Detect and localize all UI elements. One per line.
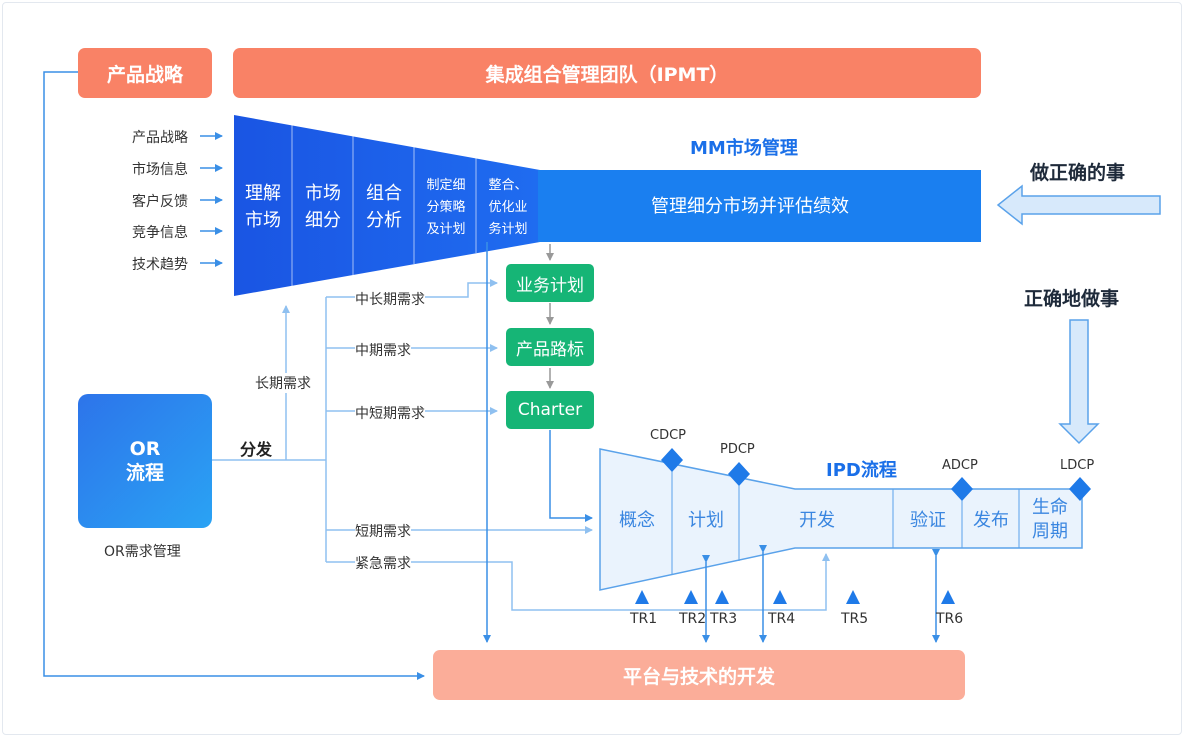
ipd-stage-release: 发布 xyxy=(973,510,1009,531)
input-tech-trend: 技术趋势 xyxy=(132,257,188,273)
ipd-stage-verify: 验证 xyxy=(910,510,946,531)
business-plan-label: 业务计划 xyxy=(516,275,584,296)
mm-bar-text: 管理细分市场并评估绩效 xyxy=(651,196,849,217)
milestone-cdcp: CDCP xyxy=(650,428,687,443)
do-right-arrow xyxy=(996,184,1161,226)
tr6-triangle xyxy=(941,590,955,604)
charter-box: Charter xyxy=(506,391,594,429)
tr4-label: TR4 xyxy=(768,611,796,627)
ipd-shape xyxy=(599,448,1083,591)
business-plan-box: 业务计划 xyxy=(506,264,594,302)
mm-funnel xyxy=(234,115,540,296)
tr4-triangle xyxy=(773,590,787,604)
mid-demand: 中期需求 xyxy=(355,340,411,360)
stage-understand-market: 理解市场 xyxy=(245,183,281,231)
adcp-diamond xyxy=(951,477,973,501)
or-process-label: 流程 xyxy=(125,462,164,484)
mm-title: MM市场管理 xyxy=(690,138,798,159)
stage-market-segment: 市场细分 xyxy=(305,183,341,231)
tr6-label: TR6 xyxy=(936,611,964,627)
ipmt-label: 集成组合管理团队（IPMT） xyxy=(485,63,729,86)
mm-bar xyxy=(538,170,981,242)
tr5-label: TR5 xyxy=(841,611,869,627)
or-caption: OR需求管理 xyxy=(104,544,181,560)
tr1-triangle xyxy=(635,590,649,604)
input-competition-info: 竞争信息 xyxy=(132,225,188,241)
long-term-demand: 长期需求 xyxy=(255,373,311,393)
ldcp-diamond xyxy=(1069,477,1091,501)
product-roadmap-label: 产品路标 xyxy=(516,339,584,360)
input-product-strategy: 产品战略 xyxy=(132,130,188,146)
or-label: OR xyxy=(129,438,161,460)
ipd-title: IPD流程 xyxy=(826,460,897,481)
dispatch-label: 分发 xyxy=(240,440,273,459)
tr1-label: TR1 xyxy=(630,611,658,627)
urgent-demand: 紧急需求 xyxy=(355,553,411,573)
tr3-triangle xyxy=(715,590,729,604)
ipd-stage-plan: 计划 xyxy=(688,510,724,531)
ipmt-box: 集成组合管理团队（IPMT） xyxy=(233,48,981,98)
tr2-label: TR2 xyxy=(679,611,707,627)
pdcp-diamond xyxy=(728,462,750,486)
product-roadmap-box: 产品路标 xyxy=(506,328,594,366)
tr2-triangle xyxy=(684,590,698,604)
input-market-info: 市场信息 xyxy=(132,162,188,178)
do-right-thing-label: 做正确的事 xyxy=(1030,162,1126,184)
charter-label: Charter xyxy=(517,400,583,420)
input-customer-feedback: 客户反馈 xyxy=(132,194,188,210)
platform-label: 平台与技术的开发 xyxy=(622,665,775,688)
platform-box: 平台与技术的开发 xyxy=(433,650,965,700)
ipd-stage-develop: 开发 xyxy=(799,510,835,531)
milestone-pdcp: PDCP xyxy=(720,442,755,457)
short-demand: 短期需求 xyxy=(355,521,411,541)
cdcp-diamond xyxy=(661,448,683,472)
milestone-ldcp: LDCP xyxy=(1060,458,1095,473)
do-thing-right-label: 正确地做事 xyxy=(1024,288,1120,310)
mid-long-demand: 中长期需求 xyxy=(355,289,425,309)
tr5-triangle xyxy=(846,590,860,604)
stage-segment-strategy: 制定细分策略及计划 xyxy=(426,178,466,237)
tr3-label: TR3 xyxy=(710,611,738,627)
product-strategy-box: 产品战略 xyxy=(78,48,212,98)
stage-portfolio-analysis: 组合分析 xyxy=(366,183,402,231)
stage-integrate-plan: 整合、优化业务计划 xyxy=(488,178,528,237)
or-process-box: OR 流程 xyxy=(78,394,212,528)
do-thing-right-arrow xyxy=(1058,319,1100,445)
ipd-stage-lifecycle: 生命周期 xyxy=(1032,497,1068,542)
mid-short-demand: 中短期需求 xyxy=(355,403,425,423)
product-strategy-label: 产品战略 xyxy=(106,63,183,86)
milestone-adcp: ADCP xyxy=(942,458,978,473)
ipd-stage-concept: 概念 xyxy=(619,510,655,531)
